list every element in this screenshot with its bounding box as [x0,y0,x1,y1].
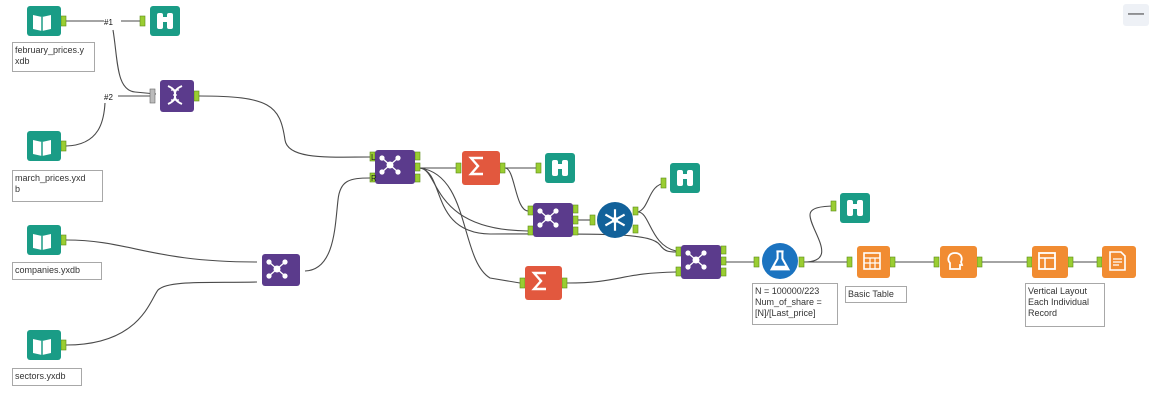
browse-tool[interactable] [670,163,700,193]
document-icon [1109,251,1126,271]
input-anchor [455,162,462,174]
render-output-tool[interactable] [1102,246,1136,278]
output-anchor [976,256,983,268]
output-anchor [60,140,67,152]
anchor-label-right: R [371,174,377,183]
annotation-companies: companies.yxdb [12,262,102,280]
input-anchor [149,88,156,104]
render-tool[interactable] [940,246,977,278]
output-anchor [193,90,200,102]
browse-tool[interactable] [150,6,180,36]
browse-tool[interactable] [840,193,870,223]
join-icon [266,259,288,279]
annotation-march-prices: march_prices.yxd b [12,170,103,202]
connection-wire [112,29,157,95]
connection-wire [566,271,677,284]
table-icon [863,252,881,270]
connection-wire [65,102,106,147]
connection-wire [504,167,529,212]
join-tool[interactable] [681,245,721,279]
output-anchor [499,162,506,174]
output-anchor [572,215,579,225]
connection-wire [803,205,837,263]
input-anchor [660,177,667,189]
output-anchor [572,226,579,236]
flask-icon [769,250,791,271]
annotation-layout: Vertical Layout Each Individual Record [1025,283,1105,327]
output-anchor [60,339,67,351]
layout-tool[interactable] [1032,246,1068,278]
input-anchor [535,162,542,174]
output-anchor [572,204,579,214]
sigma-icon [468,156,483,176]
join-icon [685,250,707,270]
join-tool[interactable] [533,203,573,237]
binoculars-icon [847,200,863,216]
output-anchor [60,234,67,246]
join-icon [537,208,559,228]
input-tool-companies[interactable] [27,225,61,255]
binoculars-icon [552,160,568,176]
output-anchor [720,267,727,277]
browse-tool[interactable] [545,153,575,183]
input-tool-sectors[interactable] [27,330,61,360]
output-anchor [414,162,421,172]
annotation-sectors: sectors.yxdb [12,368,82,386]
connection-label-2: #2 [104,93,113,102]
binoculars-icon [677,170,693,186]
summarize-tool[interactable] [462,151,500,185]
connection-wire [198,95,371,158]
book-icon [33,234,51,250]
output-anchor [414,151,421,161]
input-anchor [846,256,853,268]
input-anchor [589,214,596,226]
book-icon [33,339,51,355]
dna-icon [167,85,183,105]
minimize-button[interactable]: — [1123,4,1149,26]
sigma-icon [531,271,546,291]
connection-wire [419,167,521,284]
union-tool[interactable] [597,202,633,238]
input-anchor [753,256,760,268]
binoculars-icon [157,13,173,29]
join-icon [379,155,401,175]
output-anchor [414,173,421,183]
annotation-formula: N = 100000/223 Num_of_share = [N]/[Last_… [752,283,838,325]
annotation-basic-table: Basic Table [845,286,907,303]
connection-label-1: #1 [104,18,113,27]
connection-wire [65,239,258,263]
connection-wire [65,281,258,346]
summarize-tool[interactable] [525,266,562,300]
union-icon [604,209,626,231]
connection-wire [637,211,677,252]
input-tool-february[interactable] [27,6,61,36]
transpose-tool[interactable] [160,80,194,112]
output-anchor [1067,256,1074,268]
input-anchor [933,256,940,268]
formula-tool[interactable] [762,243,798,279]
book-icon [33,140,51,156]
join-tool[interactable] [375,150,415,184]
table-tool[interactable] [857,246,890,278]
output-anchor [632,206,639,216]
output-anchor [60,15,67,27]
input-anchor [139,15,146,27]
book-icon [33,15,51,31]
output-anchor [561,277,568,289]
anchor-label-left: L [371,153,376,162]
join-tool[interactable] [262,254,300,286]
input-tool-march[interactable] [27,131,61,161]
layout-icon [1038,252,1056,270]
head-icon [947,252,964,270]
annotation-february-prices: february_prices.y xdb [12,42,95,72]
output-anchor [632,224,639,234]
input-anchor [830,200,837,212]
connection-wire [304,177,371,272]
output-anchor [720,256,727,266]
output-anchor [798,256,805,268]
output-anchor [889,256,896,268]
output-anchor [720,245,727,255]
